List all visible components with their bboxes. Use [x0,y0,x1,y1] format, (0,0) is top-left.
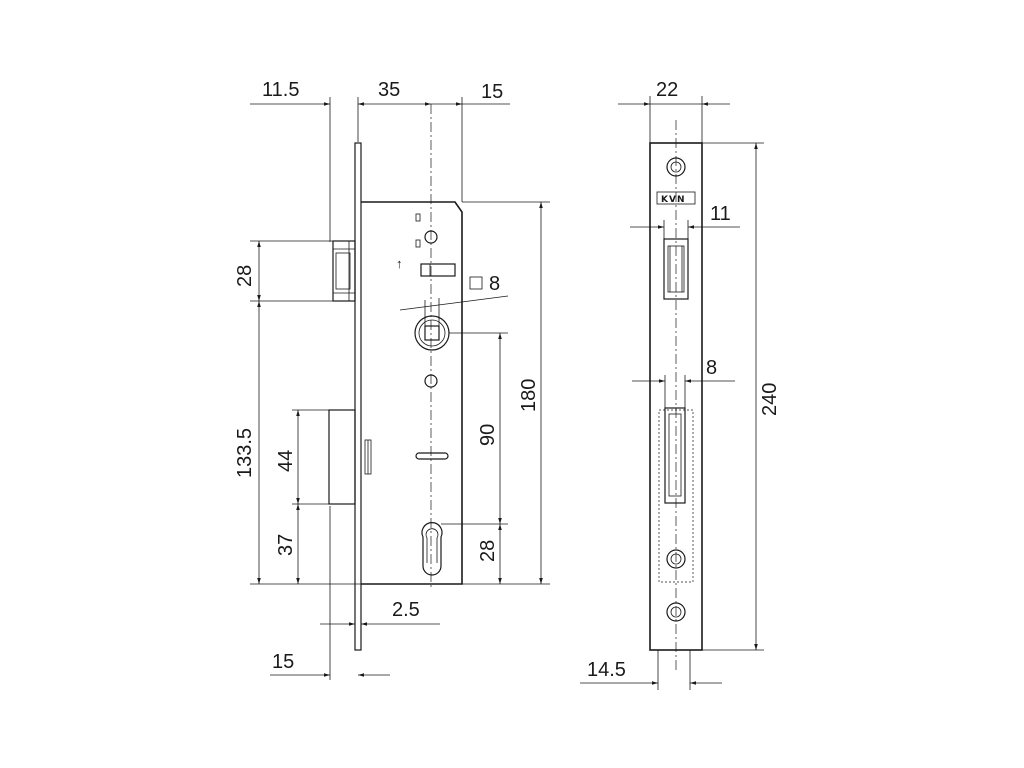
faceplate-side [354,142,362,651]
follower-hub [414,315,450,351]
side-view: ↑ [328,104,463,651]
dim-180: 180 [518,379,540,412]
dim-133-5: 133.5 [234,428,256,478]
bolt-lever [364,439,372,475]
latch-bolt [332,240,356,302]
top-slot-2 [415,239,421,248]
brand-logo-box [656,191,696,205]
front-dimension-lines [580,96,764,690]
bolt-opening [664,407,686,504]
lock-body [361,201,463,585]
dim-22: 22 [656,79,678,101]
direction-arrow-glyph: ↑ [396,256,403,271]
brand-logo: KVN [661,195,685,205]
dim-11: 11 [710,203,731,225]
dim-44: 44 [275,450,297,472]
dim-90: 90 [477,424,499,446]
horizontal-slot [415,452,449,460]
recess-outline [658,409,694,583]
dim-15-top: 15 [481,81,503,103]
front-view: KVN [649,120,703,670]
dim-8-square: 8 [489,273,500,295]
dim-35: 35 [378,79,400,101]
dim-240: 240 [759,383,781,416]
dim-28-latch: 28 [234,265,256,287]
side-dimension-lines [250,97,550,680]
dim-8-front: 8 [706,357,717,379]
top-slot-1 [415,213,421,222]
dim-28-cyl: 28 [477,540,499,562]
dim-11-5: 11.5 [262,79,299,101]
screw-hole-front-bottom [666,602,686,622]
dim-14-5: 14.5 [587,659,626,681]
screw-hole-front-mid [666,549,686,569]
dim-15-bottom: 15 [272,651,294,673]
screw-hole-front-top [666,157,686,177]
latch-slot [420,263,456,277]
cylinder-cutout [421,522,443,576]
dead-bolt [328,409,356,505]
dim-37: 37 [275,534,297,556]
dim-2-5: 2.5 [392,599,420,621]
latch-opening [663,238,689,300]
square-symbol [469,276,483,290]
